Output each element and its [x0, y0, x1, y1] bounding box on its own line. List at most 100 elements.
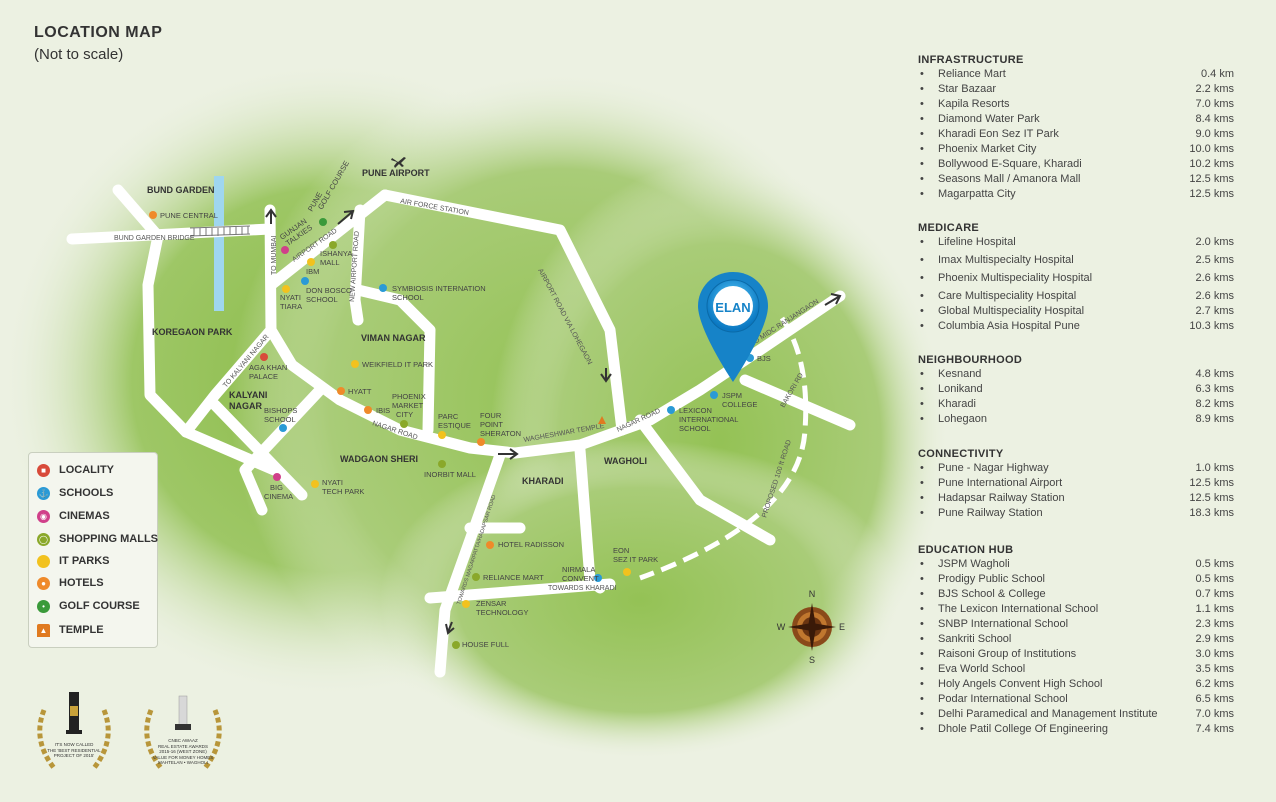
legend-item-shopping: ◯ SHOPPING MALLS [37, 530, 158, 548]
section-heading: MEDICARE [918, 222, 980, 234]
compass-e: E [839, 622, 845, 632]
place-lexicon-3: SCHOOL [679, 424, 711, 433]
place-zensar-1: ZENSAR [476, 599, 507, 608]
place-ibm: IBM [306, 267, 319, 276]
locality-icon [260, 353, 268, 361]
area-labels: BUND GARDEN PUNE AIRPORT KOREGAON PARK V… [147, 168, 647, 486]
legend-item-golf: • GOLF COURSE [37, 597, 140, 615]
page-subtitle: (Not to scale) [34, 46, 124, 63]
locality-icon [149, 211, 157, 219]
area-koregaon-park: KOREGAON PARK [152, 327, 233, 337]
place-big-cinema-2: CINEMA [264, 492, 293, 501]
page-title: LOCATION MAP [34, 24, 163, 41]
place-aga-khan-1: AGA KHAN [249, 363, 287, 372]
cinema-icon: ◉ [37, 509, 50, 523]
legend-item-it-parks: IT PARKS [37, 552, 110, 570]
area-pune-airport: PUNE AIRPORT [362, 168, 430, 178]
arrow-up-icon [265, 208, 277, 224]
golf-icon [319, 218, 327, 226]
place-bjs: BJS [757, 354, 771, 363]
school-icon [667, 406, 675, 414]
temple-icon: ▲ [37, 623, 50, 637]
place-four-point-3: SHERATON [480, 429, 521, 438]
compass: N S E W [777, 589, 845, 665]
road-to-mumbai: TO MUMBAI [271, 235, 278, 275]
project-location-pin[interactable]: ELAN [698, 272, 768, 382]
place-weikfield: WEIKFIELD IT PARK [362, 360, 433, 369]
arrow-right-icon [498, 448, 519, 460]
hotel-icon [486, 541, 494, 549]
place-big-cinema-1: BIG [270, 483, 283, 492]
temple-icon [598, 416, 606, 424]
section-heading: EDUCATION HUB [918, 544, 1014, 556]
place-pune-central: PUNE CENTRAL [160, 211, 218, 220]
place-lexicon-2: INTERNATIONAL [679, 415, 738, 424]
place-zensar-2: TECHNOLOGY [476, 608, 529, 617]
golf-icon: • [37, 599, 50, 613]
place-aga-khan-2: PALACE [249, 372, 278, 381]
river [214, 176, 224, 311]
place-jspm-1: JSPM [722, 391, 742, 400]
place-parc-1: PARC [438, 412, 459, 421]
cinema-icon [281, 246, 289, 254]
place-jspm-2: COLLEGE [722, 400, 757, 409]
area-wagholi: WAGHOLI [604, 456, 647, 466]
compass-s: S [809, 655, 815, 665]
shopping-icon [452, 641, 460, 649]
legend-item-cinemas: ◉ CINEMAS [37, 507, 110, 525]
school-icon [301, 277, 309, 285]
place-nyati-tech-1: NYATI [322, 478, 343, 487]
place-eon-2: SEZ IT PARK [613, 555, 658, 564]
award-left [37, 692, 111, 770]
section-heading: INFRASTRUCTURE [918, 54, 1024, 66]
place-lexicon-1: LEXICON [679, 406, 712, 415]
section-heading: CONNECTIVITY [918, 448, 1004, 460]
award-right-caption: CNBC AWAAZ REAL ESTATE AWARDS 2015-16 (W… [152, 738, 214, 765]
it-park-icon [37, 554, 50, 568]
area-kharadi: KHARADI [522, 476, 564, 486]
shopping-icon [472, 573, 480, 581]
school-icon [594, 574, 602, 582]
section-heading: NEIGHBOURHOOD [918, 354, 1023, 366]
map-legend: ■ LOCALITY ⚓ SCHOOLS ◉ CINEMAS ◯ SHOPPIN… [28, 452, 158, 648]
place-eon-1: EON [613, 546, 629, 555]
it-park-icon [282, 285, 290, 293]
legend-item-locality: ■ LOCALITY [37, 461, 114, 479]
place-ishanya-1: ISHANYA [320, 249, 352, 258]
it-park-icon [351, 360, 359, 368]
place-bishops-1: BISHOPS [264, 406, 297, 415]
place-phoenix-1: PHOENIX [392, 392, 426, 401]
area-bund-garden: BUND GARDEN [147, 185, 215, 195]
place-ishanya-2: MALL [320, 258, 340, 267]
